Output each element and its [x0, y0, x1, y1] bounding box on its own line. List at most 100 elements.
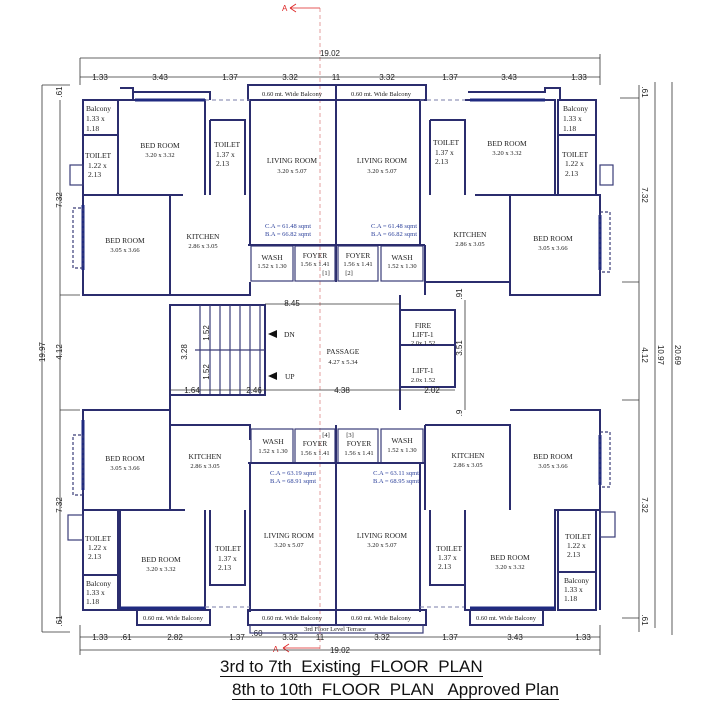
arrow-down-stairs-icon	[268, 330, 277, 338]
room-label: KITCHEN	[187, 232, 220, 241]
room-size: 3.20 x 3.32	[492, 150, 521, 157]
balcony-strip-label: 0.60 mt. Wide Balcony	[262, 91, 323, 98]
carpet-area: C.A = 61.48 sqmt	[371, 223, 417, 230]
dim-core: 1.64	[184, 386, 200, 395]
dim-bottom: 1.33	[575, 633, 591, 642]
dim-left: 7.32	[55, 497, 64, 513]
stairs-down-label: DN	[284, 330, 295, 339]
room-label: TOILET	[85, 534, 112, 543]
room-size: 3.05 x 3.66	[110, 465, 140, 472]
flat-2: Balcony 1.33 x 1.18 TOILET 1.22 x 2.13 B…	[343, 91, 588, 277]
dim-left: 4.12	[55, 344, 64, 360]
built-up-area: B.A = 68.95 sqmt	[373, 478, 419, 485]
room-size: 1.52 x 1.30	[387, 447, 416, 454]
room-label: Balcony	[86, 104, 111, 113]
dim-core: .91	[455, 288, 464, 300]
walls	[67, 84, 616, 634]
dim-core: 2.02	[424, 386, 440, 395]
room-size: 2.86 x 3.05	[455, 241, 484, 248]
room-size: 3.05 x 3.66	[538, 245, 568, 252]
room-size: 1.56 x 1.41	[344, 450, 373, 457]
room-label: LIVING ROOM	[264, 531, 315, 540]
dim-core: 3.51	[455, 340, 464, 356]
dim-overall-bottom: 19.02	[330, 646, 351, 655]
built-up-area: B.A = 66.82 sqmt	[371, 231, 417, 238]
dim-core: 3.28	[180, 344, 189, 360]
room-size: 1.33 x	[86, 114, 105, 123]
room-size: 1.33 x	[563, 114, 582, 123]
room-size: 1.33 x	[86, 588, 105, 597]
room-size: 2.13	[216, 159, 229, 168]
dim-top: 1.33	[571, 73, 587, 82]
core: 8.45 3.28 1.52 1.52 1.64 2.46 4.38 2.02 …	[170, 288, 464, 416]
room-label: WASH	[261, 253, 283, 262]
dim-right-total: 20.69	[673, 345, 682, 366]
flat-4: BED ROOM 3.05 x 3.66 KITCHEN 2.86 x 3.05…	[85, 432, 366, 633]
room-size: 2.13	[565, 169, 578, 178]
dim-left-total: 19.97	[38, 341, 47, 362]
dim-bottom: 3.43	[507, 633, 523, 642]
room-label: FIRE	[415, 321, 432, 330]
dim-core: 4.38	[334, 386, 350, 395]
room-label: TOILET	[565, 532, 592, 541]
built-up-area: B.A = 68.91 sqmt	[270, 478, 316, 485]
room-label: LIVING ROOM	[267, 156, 318, 165]
dim-bottom: 11	[316, 633, 325, 642]
room-size: 1.37 x	[216, 150, 235, 159]
room-size: 2.13	[88, 552, 101, 561]
flat-3: [3] FOYER 1.56 x 1.41 WASH 1.52 x 1.30 C…	[344, 432, 591, 622]
terrace-label: 3rd Floor Level Terrace	[304, 626, 366, 633]
room-label: PASSAGE	[327, 347, 360, 356]
balcony-strip-label: 0.60 mt. Wide Balcony	[476, 615, 537, 622]
section-line: A A	[273, 3, 321, 654]
room-size: 1.52 x 1.30	[387, 263, 416, 270]
room-label: BED ROOM	[105, 454, 145, 463]
dim-right: 4.12	[640, 347, 649, 363]
room-label: TOILET	[85, 151, 112, 160]
room-label: TOILET	[436, 544, 463, 553]
room-label: TOILET	[562, 150, 589, 159]
room-size: 1.37 x	[218, 554, 237, 563]
dim-bottom: 3.32	[374, 633, 390, 642]
arrow-up-stairs-icon	[268, 372, 277, 380]
room-size: 3.20 x 5.07	[274, 542, 304, 549]
room-size: 2.13	[88, 170, 101, 179]
dim-right-mid: 10.97	[656, 345, 665, 366]
dim-bottom: .61	[120, 633, 132, 642]
room-size: 2.86 x 3.05	[188, 243, 217, 250]
dim-core: 8.45	[284, 299, 300, 308]
dim-bottom: 3.32	[282, 633, 298, 642]
room-size: 3.20 x 5.07	[277, 168, 307, 175]
dim-left: 7.32	[55, 192, 64, 208]
room-label: KITCHEN	[452, 451, 485, 460]
dim-top: 1.37	[442, 73, 458, 82]
carpet-area: C.A = 61.48 sqmt	[265, 223, 311, 230]
room-size: 1.52 x 1.30	[257, 263, 286, 270]
room-size: 1.18	[563, 124, 576, 133]
room-size: 3.05 x 3.66	[538, 463, 568, 470]
room-label: BED ROOM	[533, 234, 573, 243]
dim-bottom: 1.33	[92, 633, 108, 642]
balcony-strip-label: 0.60 mt. Wide Balcony	[351, 615, 412, 622]
room-size: 1.56 x 1.41	[300, 261, 329, 268]
dim-top: 3.32	[379, 73, 395, 82]
room-size: 3.20 x 3.32	[495, 564, 524, 571]
dim-top: 3.43	[152, 73, 168, 82]
room-label: WASH	[391, 436, 413, 445]
room-label: LIVING ROOM	[357, 156, 408, 165]
dim-top: 1.33	[92, 73, 108, 82]
room-size: 3.20 x 3.32	[145, 152, 174, 159]
dim-right: 7.32	[640, 497, 649, 513]
dim-right: 7.32	[640, 187, 649, 203]
carpet-area: C.A = 63.11 sqmt	[373, 470, 419, 477]
room-size: 3.20 x 3.32	[146, 566, 175, 573]
dim-core: 1.52	[202, 325, 211, 341]
room-size: 4.27 x 5.34	[328, 359, 358, 366]
plan-title-existing: 3rd to 7th Existing FLOOR PLAN	[220, 657, 483, 677]
room-size: 3.05 x 3.66	[110, 247, 140, 254]
flat-number: [1]	[322, 270, 330, 277]
room-label: WASH	[391, 253, 413, 262]
room-label: TOILET	[215, 544, 242, 553]
room-label: Balcony	[564, 576, 589, 585]
dim-core: 2.46	[246, 386, 262, 395]
